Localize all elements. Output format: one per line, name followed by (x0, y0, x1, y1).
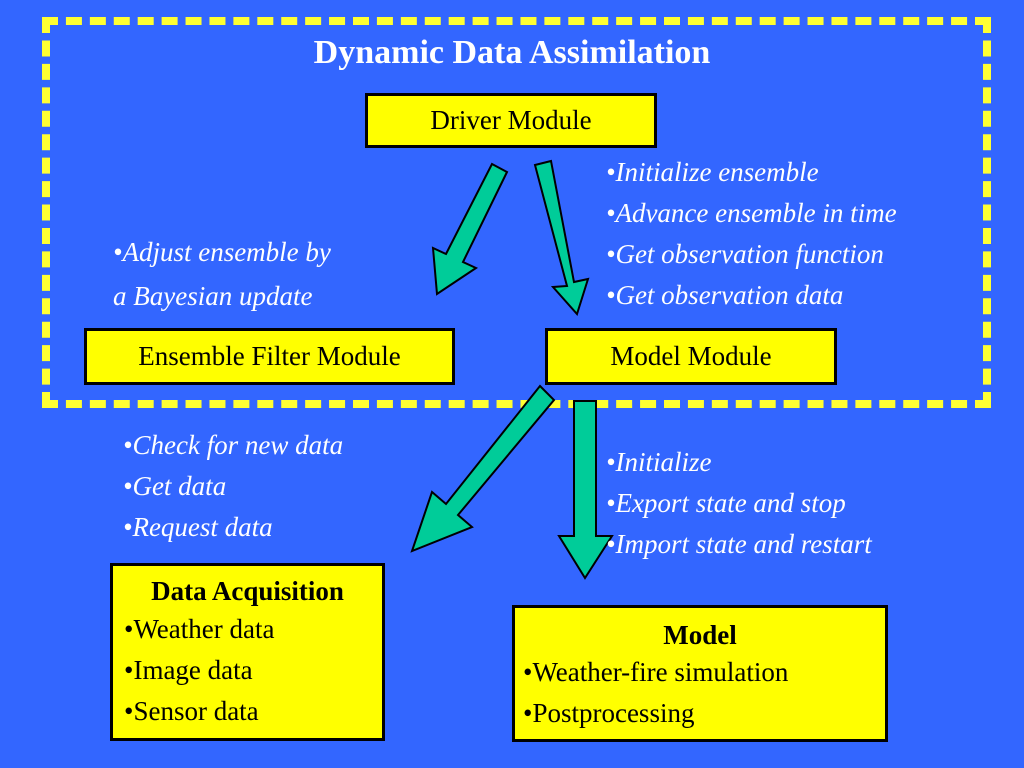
arrow-driver-to-model-module (533, 159, 590, 316)
model-module-to-model-annotation: •Initialize •Export state and stop •Impo… (606, 442, 872, 565)
annotation-line: •Initialize (606, 447, 712, 477)
assimilation-boundary-frame (42, 17, 991, 408)
model-module-box: Model Module (545, 328, 837, 385)
annotation-line: •Adjust ensemble by (113, 237, 331, 267)
driver-to-model-annotation: •Initialize ensemble •Advance ensemble i… (606, 152, 897, 316)
model-module-to-acquisition-annotation: •Check for new data •Get data •Request d… (123, 425, 343, 548)
annotation-line: •Import state and restart (606, 529, 872, 559)
annotation-line: •Advance ensemble in time (606, 198, 897, 228)
model-box: Model •Weather-fire simulation •Postproc… (512, 605, 888, 742)
data-acquisition-item: •Sensor data (124, 696, 259, 727)
model-item: •Postprocessing (523, 698, 695, 729)
diagram-title: Dynamic Data Assimilation (313, 34, 711, 71)
annotation-line: •Get observation data (606, 280, 844, 310)
data-acquisition-box: Data Acquisition •Weather data •Image da… (110, 563, 385, 741)
driver-module-box: Driver Module (365, 93, 657, 148)
annotation-line: •Initialize ensemble (606, 157, 819, 187)
annotation-line: •Get observation function (606, 239, 884, 269)
ensemble-filter-module-box: Ensemble Filter Module (84, 328, 455, 385)
annotation-line: •Request data (123, 512, 273, 542)
annotation-line: •Export state and stop (606, 488, 846, 518)
arrow-driver-to-filter (431, 162, 509, 296)
arrow-model-module-to-acquisition (410, 384, 556, 553)
annotation-line: a Bayesian update (113, 281, 313, 311)
driver-to-filter-annotation: •Adjust ensemble by a Bayesian update (113, 230, 331, 318)
annotation-line: •Check for new data (123, 430, 344, 460)
model-item: •Weather-fire simulation (523, 657, 789, 688)
annotation-line: •Get data (123, 471, 227, 501)
data-acquisition-heading: Data Acquisition (151, 576, 344, 606)
model-heading: Model (663, 620, 737, 650)
arrow-model-module-to-model (557, 400, 614, 580)
data-acquisition-item: •Image data (124, 655, 253, 686)
data-acquisition-item: •Weather data (124, 614, 275, 645)
